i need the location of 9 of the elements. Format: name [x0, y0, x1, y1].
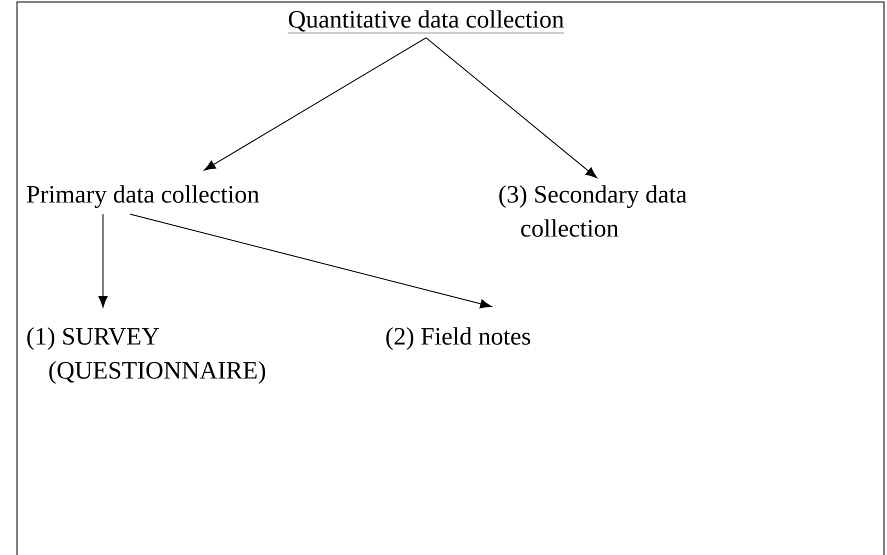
node-text: (3) Secondary data collection — [499, 185, 687, 237]
arrow — [130, 214, 492, 308]
arrow — [204, 37, 426, 170]
node-text: (2) Field notes — [386, 327, 530, 350]
arrow — [98, 214, 108, 308]
node-text: (1) SURVEY (QUESTIONNAIRE) — [27, 327, 266, 384]
node-text: Primary data collection — [26, 185, 260, 208]
arrow — [426, 37, 598, 178]
node-text: Quantitative data collection — [288, 10, 564, 34]
